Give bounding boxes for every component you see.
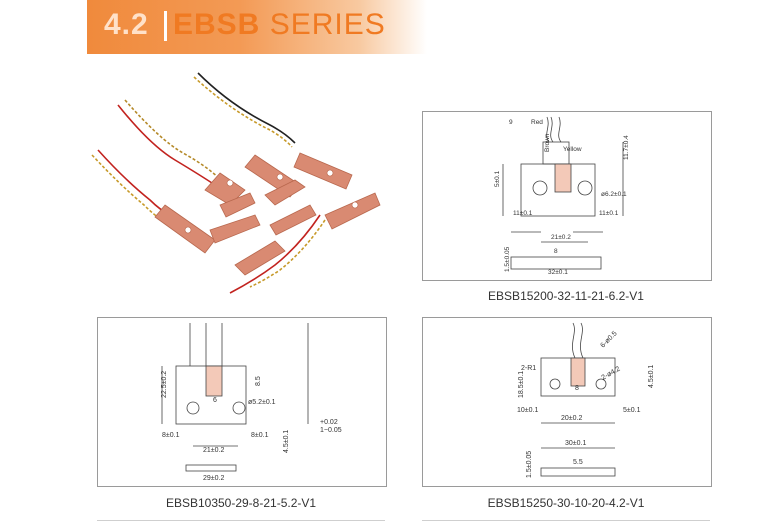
dim2-right: 8±0.1 — [251, 432, 269, 439]
dim-width: 32±0.1 — [548, 269, 568, 276]
dim3-hole: 2-ø4.2 — [601, 366, 622, 382]
section-title: EBSB SERIES — [173, 8, 386, 42]
caption-1: EBSB15200-32-11-21-6.2-V1 — [488, 289, 644, 303]
footer-divider-right — [422, 520, 710, 521]
dim-center: 21±0.2 — [551, 234, 571, 241]
dim3-height: 18.5±0.1 — [518, 371, 525, 398]
dim2-tol-bot: 1−0.05 — [320, 427, 342, 434]
dim2-hole: ø5.2±0.1 — [248, 399, 276, 406]
dim2-center: 21±0.2 — [203, 447, 224, 454]
wire-label-brown: Brown — [544, 133, 551, 152]
brand-name: EBSB — [173, 8, 261, 41]
dim3-d1: 6-ø0.5 — [599, 330, 618, 349]
drawing-ebsb15250: 2-R1 6-ø0.5 18.5±0.1 8 2-ø4.2 4.5±0.1 10… — [517, 322, 655, 478]
series-word: SERIES — [269, 8, 386, 41]
wire-label-yellow: Yellow — [563, 146, 582, 153]
section-header: 4.2 EBSB SERIES — [87, 0, 427, 54]
dim2-tab: 8.5 — [255, 376, 262, 386]
dim-thick: 1.5±0.05 — [504, 246, 511, 272]
dim3-left: 10±0.1 — [517, 407, 538, 414]
dim-left: 11±0.1 — [513, 210, 533, 217]
diagram-panel-3: 2-R1 6-ø0.5 18.5±0.1 8 2-ø4.2 4.5±0.1 10… — [422, 317, 712, 487]
dim3-right: 5±0.1 — [623, 407, 641, 414]
diagram-panel-2: 22.5±0.2 8.5 6 ø5.2±0.1 8±0.1 8±0.1 21±0… — [97, 317, 387, 487]
dim3-mid: 5.5 — [573, 459, 583, 466]
caption-2: EBSB10350-29-8-21-5.2-V1 — [165, 496, 317, 510]
dim-height: 11.7±0.4 — [623, 135, 630, 160]
drawing-ebsb15200: Red Brown Yellow 9 11.7±0.4 5±0.1 ø6.2±0… — [494, 116, 630, 276]
dim-right: 11±0.1 — [599, 210, 619, 217]
dim2-left: 8±0.1 — [162, 432, 180, 439]
dim3-r1: 2-R1 — [521, 365, 536, 372]
dim2-width: 29±0.2 — [203, 475, 224, 482]
diagram-panel-1: Red Brown Yellow 9 11.7±0.4 5±0.1 ø6.2±0… — [422, 111, 712, 281]
product-photo — [91, 72, 381, 294]
dim2-tol-top: +0.02 — [320, 419, 338, 426]
footer-divider-left — [97, 520, 385, 521]
dim-tab: 5±0.1 — [494, 170, 501, 187]
dim2-height: 22.5±0.2 — [161, 371, 168, 398]
dim-top-gap: 9 — [509, 119, 513, 126]
drawing-ebsb10350: 22.5±0.2 8.5 6 ø5.2±0.1 8±0.1 8±0.1 21±0… — [161, 323, 342, 482]
dim3-center: 20±0.2 — [561, 415, 582, 422]
dim2-g: 6 — [213, 397, 217, 404]
dim2-side: 4.5±0.1 — [283, 430, 290, 453]
dim3-tab: 8 — [575, 385, 579, 392]
dim3-side: 4.5±0.1 — [648, 365, 655, 388]
section-number: 4.2 — [104, 8, 149, 41]
dim-mid: 8 — [554, 248, 558, 255]
header-divider — [164, 11, 167, 41]
dim3-thick: 1.5±0.05 — [526, 451, 533, 478]
wire-label-red: Red — [531, 119, 543, 126]
dim-hole: ø6.2±0.1 — [601, 191, 627, 198]
dim3-width: 30±0.1 — [565, 440, 586, 447]
caption-3: EBSB15250-30-10-20-4.2-V1 — [487, 496, 645, 510]
